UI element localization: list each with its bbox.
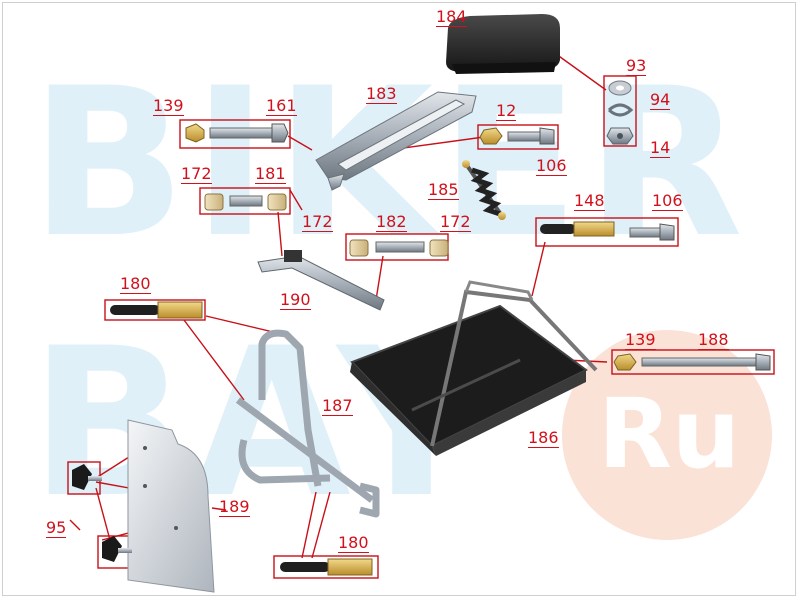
label-184: 184 — [436, 7, 467, 27]
pin-180-top — [110, 301, 203, 319]
bushing-set-182 — [349, 239, 449, 257]
label-94: 94 — [650, 90, 671, 110]
label-106-upper: 106 — [536, 156, 567, 176]
seat-frame-183 — [315, 91, 477, 191]
leader-182 — [375, 255, 384, 301]
leader-181 — [277, 211, 283, 257]
pin-148 — [540, 221, 615, 237]
label-14: 14 — [650, 138, 671, 158]
label-161: 161 — [266, 96, 297, 116]
bracket-187 — [235, 329, 380, 518]
leader-172-181 — [289, 189, 303, 211]
highlight-boxes — [67, 75, 775, 579]
knob-95-bottom — [102, 536, 132, 562]
label-172-c: 172 — [440, 212, 471, 232]
label-183: 183 — [366, 84, 397, 104]
label-180-bottom: 180 — [338, 533, 369, 553]
mounting-plate-189 — [127, 419, 215, 593]
link-arm-190 — [257, 250, 385, 311]
box-180-top — [104, 299, 206, 321]
box-93-94-14 — [603, 75, 637, 147]
label-180-top: 180 — [120, 274, 151, 294]
box-139-188 — [611, 349, 775, 375]
label-182: 182 — [376, 212, 407, 232]
label-181: 181 — [255, 164, 286, 184]
long-bolt-188 — [613, 353, 771, 371]
leader-180b-1 — [301, 491, 317, 559]
label-172-a: 172 — [181, 164, 212, 184]
bolt-106-upper — [479, 127, 555, 145]
box-172-181 — [199, 187, 291, 215]
label-189: 189 — [219, 497, 250, 517]
label-172-b: 172 — [302, 212, 333, 232]
bushing-set-181 — [204, 193, 287, 211]
box-139-161 — [179, 119, 291, 149]
label-190: 190 — [280, 290, 311, 310]
bolt-106-lower — [629, 223, 675, 241]
label-12: 12 — [496, 101, 517, 121]
label-148: 148 — [574, 191, 605, 211]
leader-161 — [287, 135, 313, 151]
box-180-bottom — [273, 555, 379, 579]
hardware-93-94-14 — [606, 80, 634, 145]
leader-180b-2 — [311, 491, 331, 559]
knob-95-top — [72, 464, 102, 490]
label-185: 185 — [428, 180, 459, 200]
label-139-upper: 139 — [153, 96, 184, 116]
leader-148 — [531, 241, 546, 297]
spring-185 — [462, 160, 506, 220]
leader-180a-1 — [183, 319, 245, 401]
label-93: 93 — [626, 56, 647, 76]
bolt-161 — [185, 123, 289, 143]
leader-184 — [555, 53, 607, 91]
label-106-lower: 106 — [652, 191, 683, 211]
pin-180-bottom — [280, 558, 373, 576]
box-12-106 — [477, 124, 559, 150]
label-188: 188 — [698, 330, 729, 350]
watermark-badge-text: Ru — [598, 378, 741, 490]
watermark-line-1: BIKER — [30, 45, 750, 283]
label-95: 95 — [46, 518, 67, 538]
label-187: 187 — [322, 396, 353, 416]
label-186: 186 — [528, 428, 559, 448]
label-139-lower: 139 — [625, 330, 656, 350]
seat-cushion-184 — [446, 14, 560, 74]
luggage-rack-186 — [350, 280, 598, 456]
box-148-106 — [535, 217, 679, 247]
